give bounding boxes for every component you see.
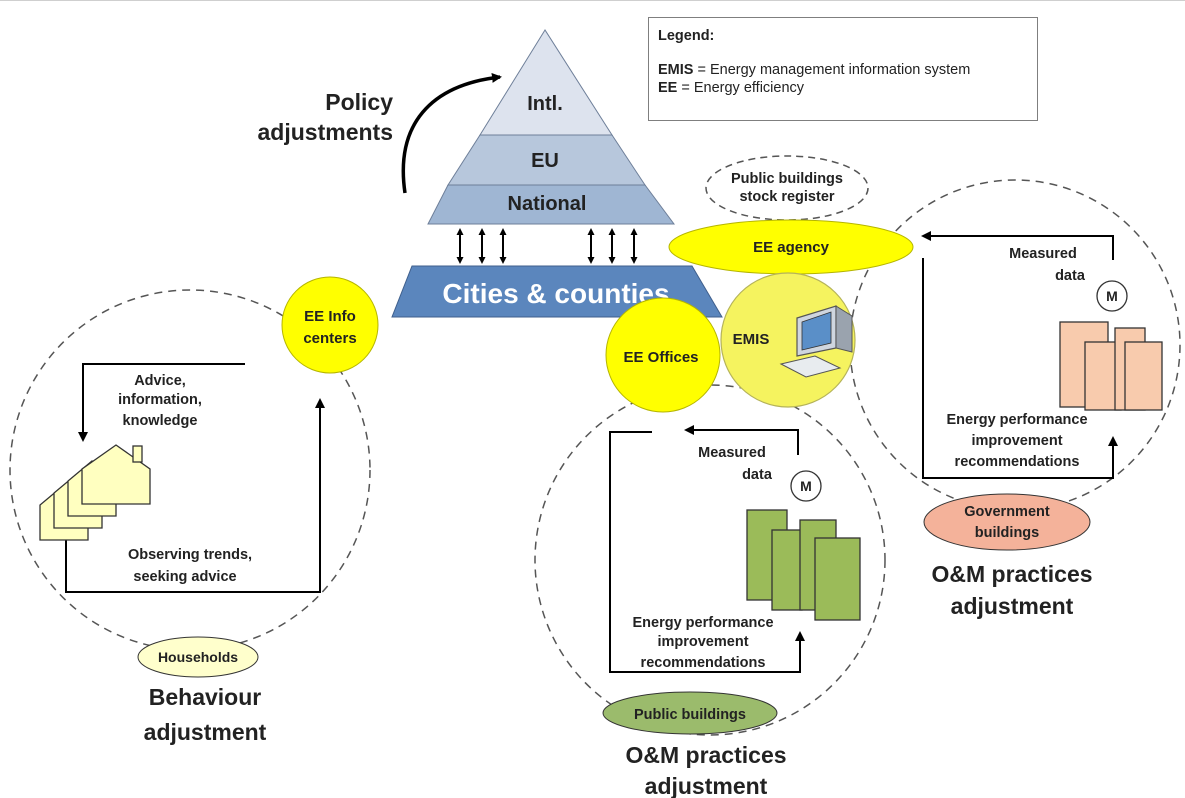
policy-pyramid: Intl. EU National — [427, 29, 675, 225]
households-bottom-label-1: Observing trends, — [128, 547, 252, 563]
government-caption-2: adjustment — [951, 593, 1074, 619]
government-recommend-1: Energy performance — [946, 412, 1087, 428]
households-top-label-2: information, — [118, 392, 202, 408]
public-meter-label: M — [800, 478, 812, 494]
public-recommend-3: recommendations — [641, 655, 766, 671]
stock-register-node — [705, 155, 869, 221]
legend-row-ee: EE = Energy efficiency — [658, 80, 1037, 96]
households-loop: Advice, information, knowledge Observing… — [39, 363, 325, 745]
stock-register-line2: stock register — [739, 189, 834, 205]
pyramid-level-national-label: National — [508, 193, 587, 215]
government-buildings-icon — [1059, 321, 1163, 411]
households-badge-label: Households — [158, 649, 238, 665]
policy-label-line1: Policy — [325, 89, 393, 115]
vertical-exchange-arrows — [456, 228, 638, 264]
public-measured-1: Measured — [698, 445, 766, 461]
ee-offices-label: EE Offices — [623, 349, 698, 366]
emis-label: EMIS — [733, 331, 770, 348]
houses-icon — [39, 444, 151, 541]
public-loop-circle — [534, 384, 886, 736]
ee-info-centers-line1: EE Info — [304, 308, 356, 325]
pyramid-level-intl-label: Intl. — [527, 93, 563, 115]
cities-counties-label: Cities & counties — [442, 278, 669, 309]
public-measured-2: data — [742, 467, 773, 483]
government-recommend-3: recommendations — [955, 454, 1080, 470]
households-top-label-3: knowledge — [123, 413, 198, 429]
government-recommend-2: improvement — [971, 433, 1062, 449]
legend-row-emis: EMIS = Energy management information sys… — [658, 62, 1037, 78]
public-buildings-badge — [602, 691, 778, 735]
legend-abbr-ee: EE — [658, 80, 678, 96]
government-badge-line2: buildings — [975, 525, 1039, 541]
public-buildings-icon — [746, 509, 861, 621]
ee-info-centers-line2: centers — [303, 330, 356, 347]
public-buildings-badge-label: Public buildings — [634, 707, 746, 723]
government-badge-line1: Government — [964, 504, 1050, 520]
government-meter-label: M — [1106, 288, 1118, 304]
policy-arrow — [401, 72, 502, 194]
government-measured-2: data — [1055, 268, 1086, 284]
government-meter-icon — [1096, 280, 1128, 312]
legend-title: Legend: — [658, 28, 715, 44]
households-caption-1: Behaviour — [149, 684, 262, 710]
households-top-label-1: Advice, — [134, 373, 186, 389]
ee-offices-node — [605, 297, 721, 413]
policy-label-line2: adjustments — [258, 119, 393, 145]
households-bottom-label-2: seeking advice — [133, 569, 236, 585]
public-recommend-1: Energy performance — [632, 615, 773, 631]
public-meter-icon — [790, 470, 822, 502]
top-border — [0, 0, 1185, 1]
government-buildings-badge — [923, 493, 1091, 551]
government-buildings-loop: Measured data M Energy performance impro… — [921, 231, 1163, 619]
public-caption-2: adjustment — [645, 773, 768, 798]
public-caption-1: O&M practices — [625, 742, 786, 768]
pyramid-level-intl — [479, 29, 613, 136]
households-caption-2: adjustment — [144, 719, 267, 745]
legend-text-ee: = Energy efficiency — [677, 80, 805, 96]
emis-node — [720, 272, 856, 408]
public-recommend-2: improvement — [657, 634, 748, 650]
pyramid-level-national — [427, 184, 675, 225]
public-buildings-loop: Measured data M Energy performance impro… — [602, 425, 861, 798]
legend-box: Legend: EMIS = Energy management informa… — [648, 17, 1038, 121]
government-measured-1: Measured — [1009, 246, 1077, 262]
ee-agency-label: EE agency — [753, 239, 830, 256]
pyramid-level-eu-label: EU — [531, 150, 559, 172]
government-caption-1: O&M practices — [931, 561, 1092, 587]
stock-register-line1: Public buildings — [731, 171, 843, 187]
households-badge — [137, 636, 259, 678]
legend-abbr-emis: EMIS — [658, 62, 694, 78]
ee-info-centers-node — [281, 276, 379, 374]
computer-icon — [779, 305, 853, 378]
legend-text-emis: = Energy management information system — [693, 62, 971, 78]
